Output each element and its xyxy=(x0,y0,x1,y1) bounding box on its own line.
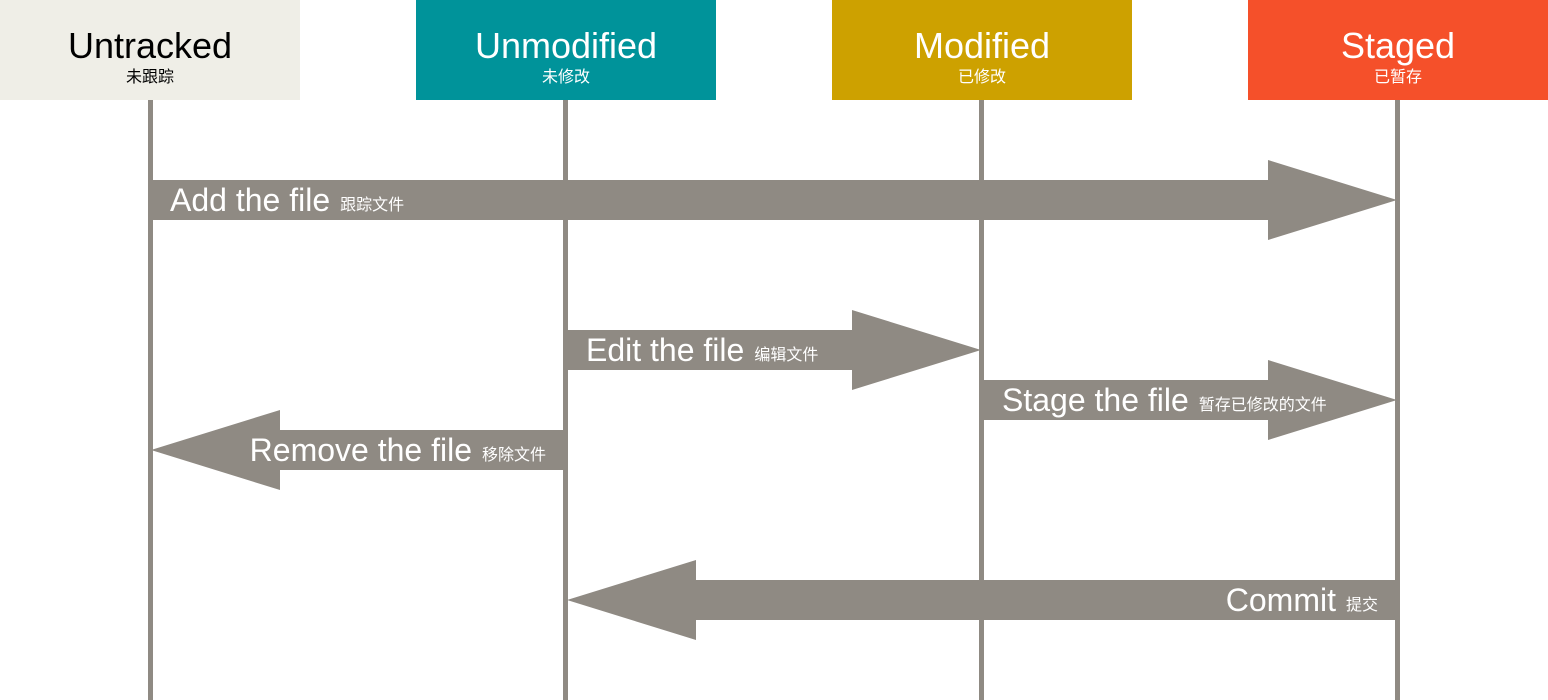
lifeline-staged xyxy=(1395,100,1400,700)
lifeline-modified xyxy=(979,100,984,700)
state-staged-label: Staged xyxy=(1340,25,1456,66)
remove-file-subtext: 移除文件 xyxy=(481,445,546,464)
lifeline-unmodified xyxy=(563,100,568,700)
state-untracked-label: Untracked xyxy=(67,25,233,66)
add-file-label: Add the file 跟踪文件 xyxy=(170,180,404,220)
commit-label: Commit 提交 xyxy=(1226,580,1378,620)
edit-file-arrow xyxy=(568,310,981,390)
add-file-text: Add the file xyxy=(170,182,331,218)
state-staged-sublabel: 已暂存 xyxy=(1373,67,1422,86)
remove-file-text: Remove the file xyxy=(249,432,472,468)
state-untracked-sublabel: 未跟踪 xyxy=(125,67,174,86)
commit-arrow xyxy=(567,560,1397,640)
add-file-arrow xyxy=(152,160,1397,240)
state-modified: Modified 已修改 xyxy=(832,0,1132,100)
state-modified-sublabel: 已修改 xyxy=(957,67,1006,86)
edit-file-text: Edit the file xyxy=(586,332,745,368)
edit-file-label: Edit the file 编辑文件 xyxy=(586,330,818,370)
remove-file-label: Remove the file 移除文件 xyxy=(250,430,546,470)
stage-file-text: Stage the file xyxy=(1002,382,1189,418)
commit-subtext: 提交 xyxy=(1345,595,1378,614)
state-staged: Staged 已暂存 xyxy=(1248,0,1548,100)
state-unmodified-label: Unmodified xyxy=(474,25,658,66)
stage-file-arrow xyxy=(984,360,1397,440)
state-unmodified: Unmodified 未修改 xyxy=(416,0,716,100)
state-modified-label: Modified xyxy=(913,25,1051,66)
stage-file-subtext: 暂存已修改的文件 xyxy=(1198,395,1327,414)
stage-file-label: Stage the file 暂存已修改的文件 xyxy=(1002,380,1327,420)
edit-file-subtext: 编辑文件 xyxy=(754,345,819,364)
add-file-subtext: 跟踪文件 xyxy=(340,195,405,214)
commit-text: Commit xyxy=(1225,582,1336,618)
state-unmodified-sublabel: 未修改 xyxy=(541,67,590,86)
remove-file-arrow xyxy=(151,410,565,490)
lifeline-untracked xyxy=(148,100,153,700)
state-untracked: Untracked 未跟踪 xyxy=(0,0,300,100)
